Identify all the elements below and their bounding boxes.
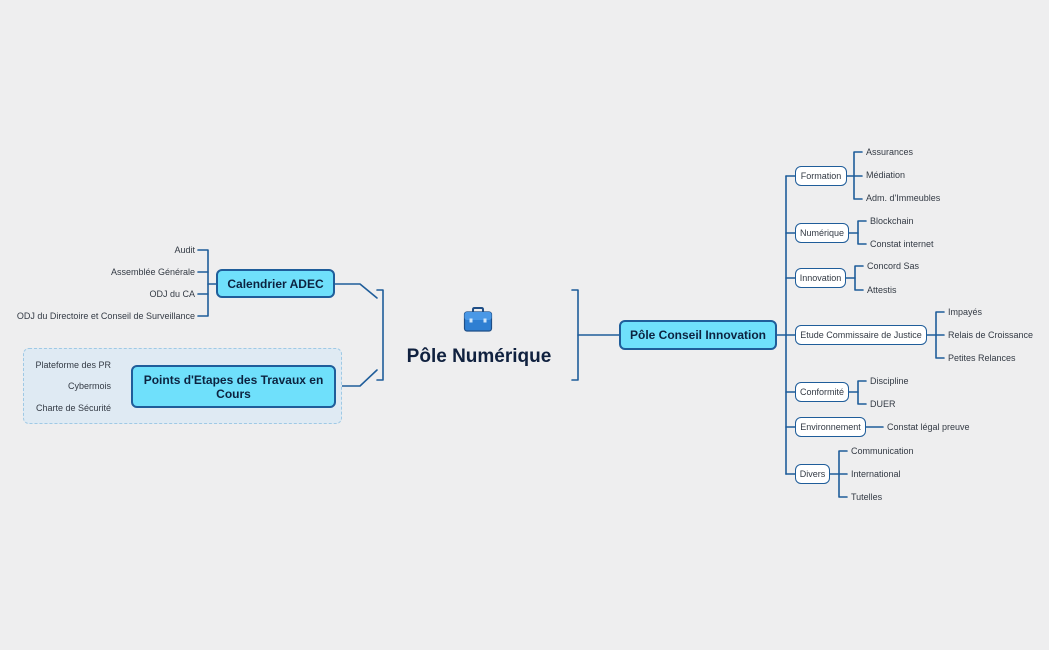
- leaf-communication[interactable]: Communication: [851, 446, 914, 456]
- leaf-tutelles[interactable]: Tutelles: [851, 492, 883, 502]
- leaf-discipline[interactable]: Discipline: [870, 376, 909, 386]
- subtopic-label: Conformité: [800, 387, 845, 397]
- subtopic-label: Formation: [800, 171, 842, 181]
- leaf-blockchain[interactable]: Blockchain: [870, 216, 914, 226]
- leaf-mediation[interactable]: Médiation: [866, 170, 906, 180]
- leaf-petites-relances[interactable]: Petites Relances: [948, 353, 1016, 363]
- leaf-charte-securite[interactable]: Charte de Sécurité: [35, 403, 111, 413]
- leaf-relais-croissance[interactable]: Relais de Croissance: [948, 330, 1034, 340]
- topic-label: Calendrier ADEC: [227, 276, 324, 291]
- topic-calendrier-adec[interactable]: Calendrier ADEC: [216, 269, 335, 298]
- subtopic-formation[interactable]: Formation: [795, 166, 847, 186]
- subtopic-environnement[interactable]: Environnement: [795, 417, 866, 437]
- subtopic-label: Divers: [799, 469, 826, 479]
- leaf-cybermois[interactable]: Cybermois: [67, 381, 111, 391]
- subtopic-label: Numérique: [799, 228, 845, 238]
- topic-points-etapes[interactable]: Points d'Etapes des Travaux en Cours: [131, 365, 336, 408]
- subtopic-label: Etude Commissaire de Justice: [800, 330, 922, 340]
- leaf-international[interactable]: International: [851, 469, 901, 479]
- subtopic-conformite[interactable]: Conformité: [795, 382, 849, 402]
- center-topic-title[interactable]: Pôle Numérique: [406, 346, 552, 367]
- leaf-odj-ca[interactable]: ODJ du CA: [149, 289, 195, 299]
- subtopic-numerique[interactable]: Numérique: [795, 223, 849, 243]
- leaf-assurances[interactable]: Assurances: [866, 147, 914, 157]
- subtopic-label: Environnement: [800, 422, 861, 432]
- briefcase-icon: [463, 307, 493, 333]
- leaf-audit[interactable]: Audit: [174, 245, 195, 255]
- topic-label: Points d'Etapes des Travaux en Cours: [143, 372, 324, 401]
- subtopic-divers[interactable]: Divers: [795, 464, 830, 484]
- subtopic-innovation[interactable]: Innovation: [795, 268, 846, 288]
- leaf-odj-directoire[interactable]: ODJ du Directoire et Conseil de Surveill…: [16, 311, 195, 321]
- leaf-plateforme-pr[interactable]: Plateforme des PR: [35, 360, 111, 370]
- leaf-impayes[interactable]: Impayés: [948, 307, 983, 317]
- topic-pole-conseil-innovation[interactable]: Pôle Conseil Innovation: [619, 320, 777, 350]
- leaf-constat-internet[interactable]: Constat internet: [870, 239, 934, 249]
- leaf-concord-sas[interactable]: Concord Sas: [867, 261, 920, 271]
- leaf-adm-immeubles[interactable]: Adm. d'Immeubles: [866, 193, 941, 203]
- leaf-duer[interactable]: DUER: [870, 399, 896, 409]
- leaf-attestis[interactable]: Attestis: [867, 285, 897, 295]
- leaf-constat-legal-preuve[interactable]: Constat légal preuve: [887, 422, 970, 432]
- leaf-assemblee-generale[interactable]: Assemblée Générale: [110, 267, 195, 277]
- topic-label: Pôle Conseil Innovation: [629, 328, 766, 342]
- subtopic-etude-commissaire[interactable]: Etude Commissaire de Justice: [795, 325, 927, 345]
- subtopic-label: Innovation: [799, 273, 842, 283]
